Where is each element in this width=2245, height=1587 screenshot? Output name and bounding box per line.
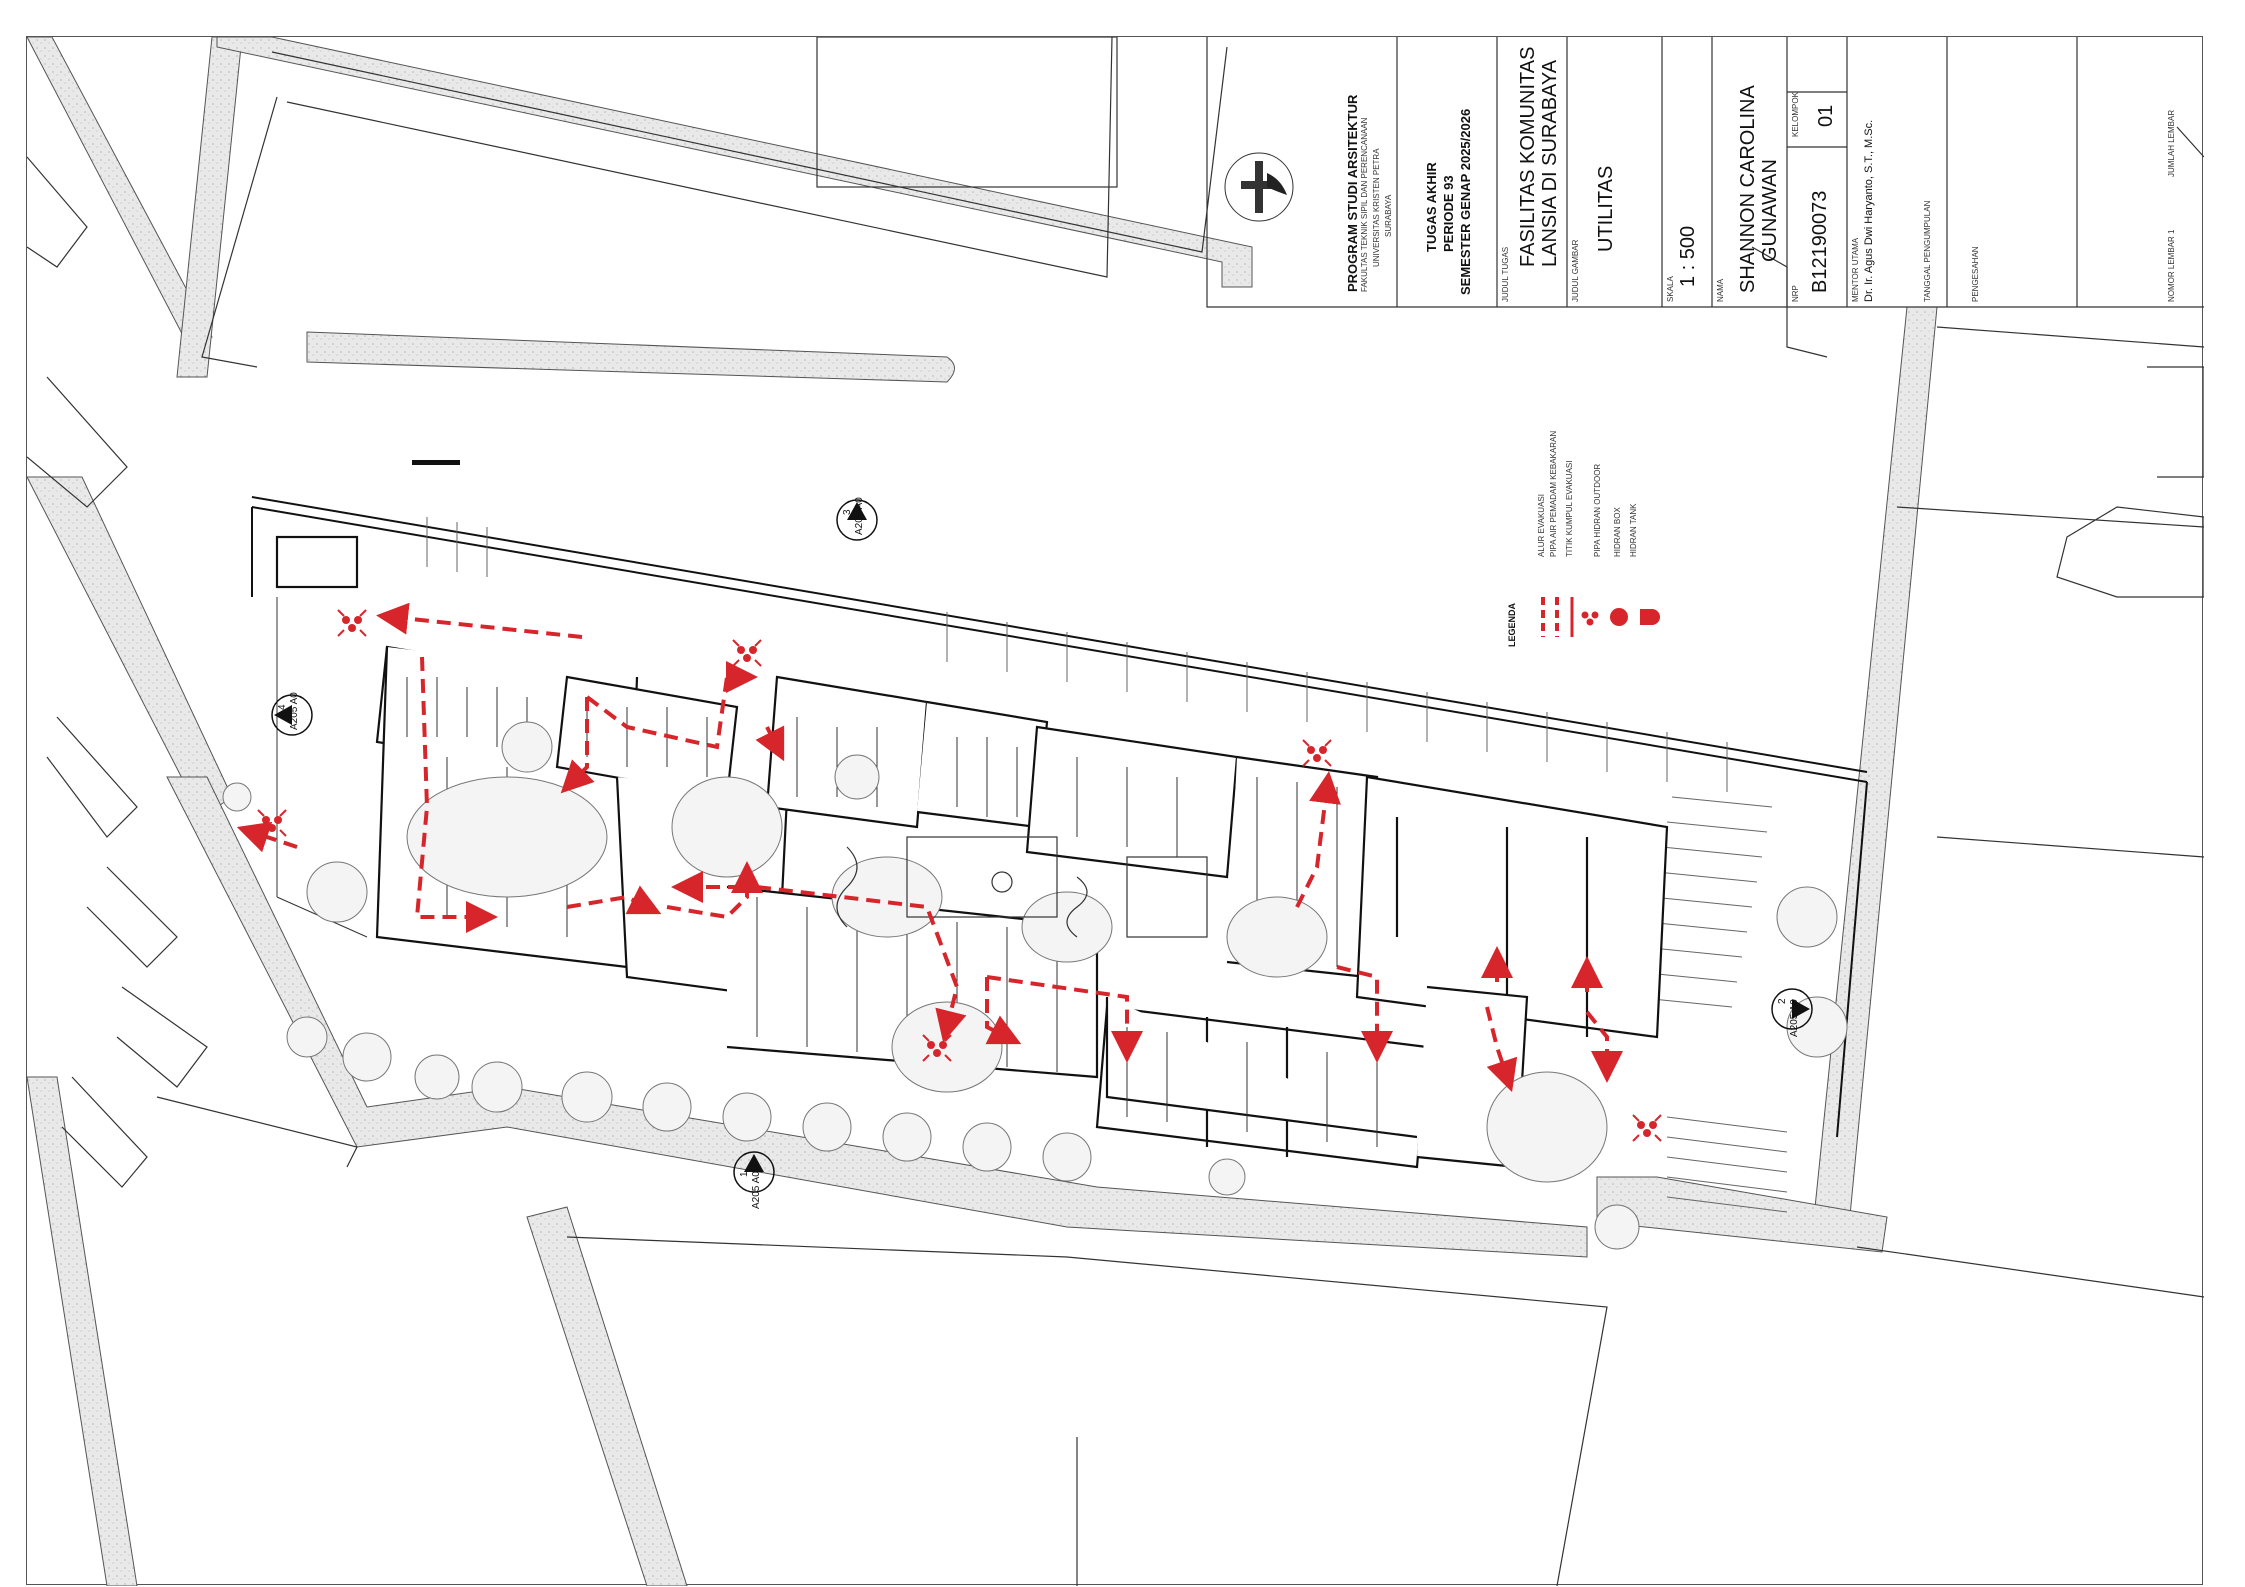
faculty-name: FAKULTAS TEKNIK SIPIL DAN PERENCANAAN bbox=[1360, 117, 1369, 292]
legend-symbols bbox=[1541, 597, 1660, 637]
university-seal-icon bbox=[1224, 152, 1294, 222]
mentor-value: Dr. Ir. Agus Dwi Haryanto, S.T., M.Sc. bbox=[1863, 119, 1875, 302]
section-mark-2-num: 2 bbox=[1777, 998, 1788, 1004]
course-line-2: PERIODE 93 bbox=[1441, 175, 1456, 252]
student-name-1: SHANNON CAROLINA bbox=[1737, 85, 1759, 293]
section-mark-4-num: 4 bbox=[277, 704, 288, 710]
legend-title: LEGENDA bbox=[1507, 602, 1517, 647]
section-mark-1-num: 1 bbox=[739, 1171, 750, 1177]
student-name-2: GUNAWAN bbox=[1759, 159, 1781, 262]
date-label: TANGGAL PENGUMPULAN bbox=[1923, 200, 1932, 302]
course-line-3: SEMESTER GENAP 2025/2026 bbox=[1458, 108, 1473, 295]
sheet-number-label: NOMOR LEMBAR 1 bbox=[2167, 229, 2176, 302]
group-label: KELOMPOK bbox=[1791, 92, 1800, 137]
course-line-1: TUGAS AKHIR bbox=[1424, 162, 1439, 252]
legend-item-hydrant-box: HIDRAN BOX bbox=[1613, 507, 1622, 557]
section-mark-1-arrow bbox=[744, 1154, 764, 1172]
hydrant-box-symbol bbox=[1610, 608, 1628, 626]
section-mark-4-ref: A205 A0 bbox=[289, 692, 300, 730]
legend-item-fire-pipe: PIPA AIR PEMADAM KEBAKARAN bbox=[1549, 430, 1558, 557]
nrp-value: B12190073 bbox=[1809, 190, 1831, 293]
roads bbox=[27, 37, 1938, 1586]
legend-item-assembly: TITIK KUMPUL EVAKUASI bbox=[1565, 460, 1574, 557]
section-mark-2-arrow bbox=[1792, 999, 1810, 1019]
landscape bbox=[222, 721, 1848, 1250]
project-title-2: LANSIA DI SURABAYA bbox=[1539, 59, 1561, 267]
sheet-count-label: JUMLAH LEMBAR bbox=[2167, 109, 2176, 177]
parking bbox=[426, 517, 1788, 1213]
drawing-title: UTILITAS bbox=[1595, 165, 1617, 252]
parcels bbox=[27, 37, 2204, 1586]
section-mark-2-ref: A205 A0 bbox=[1789, 999, 1800, 1037]
name-label: NAMA bbox=[1716, 278, 1725, 302]
assembly-point-1 bbox=[337, 609, 367, 637]
drawing-label: JUDUL GAMBAR bbox=[1571, 239, 1580, 302]
drawing-sheet: PROGRAM STUDI ARSITEKTUR FAKULTAS TEKNIK… bbox=[26, 36, 2204, 1586]
evacuation-routes bbox=[236, 602, 1623, 1093]
section-mark-3-num: 3 bbox=[842, 509, 853, 515]
project-title-1: FASILITAS KOMUNITAS bbox=[1517, 46, 1539, 267]
approval-label: PENGESAHAN bbox=[1971, 246, 1980, 302]
section-markers bbox=[271, 499, 1813, 1193]
assembly-point-3 bbox=[257, 809, 287, 837]
scale-value: 1 : 500 bbox=[1677, 225, 1699, 287]
group-value: 01 bbox=[1815, 104, 1837, 127]
legend-item-hydrant-tank: HIDRAN TANK bbox=[1629, 503, 1638, 558]
section-mark-1-ref: A205 A0 bbox=[751, 1171, 762, 1209]
legend-item-evacuation: ALUR EVAKUASI bbox=[1537, 494, 1546, 557]
legend-item-hydrant-pipe: PIPA HIDRAN OUTDOOR bbox=[1593, 463, 1602, 557]
section-mark-4-arrow bbox=[274, 705, 292, 725]
site-boundary bbox=[251, 496, 1868, 1138]
scale-label: SKALA bbox=[1666, 276, 1675, 302]
project-label: JUDUL TUGAS bbox=[1501, 246, 1510, 302]
section-mark-3-ref: A205 A0 bbox=[854, 497, 865, 535]
university-name: UNIVERSITAS KRISTEN PETRA bbox=[1372, 148, 1381, 267]
title-block-frame bbox=[1206, 37, 2204, 308]
buildings bbox=[275, 535, 1669, 1169]
mentor-label: MENTOR UTAMA bbox=[1851, 237, 1860, 302]
assembly-points bbox=[257, 609, 1662, 1142]
assembly-point-6 bbox=[1632, 1114, 1662, 1142]
assembly-point-5 bbox=[922, 1034, 952, 1062]
assembly-point-2 bbox=[732, 639, 762, 667]
scale-bar bbox=[412, 460, 460, 465]
plaza bbox=[836, 836, 1208, 938]
nrp-label: NRP bbox=[1791, 285, 1800, 302]
city-name: SURABAYA bbox=[1384, 194, 1393, 237]
section-mark-3-arrow bbox=[847, 502, 867, 520]
assembly-point-4 bbox=[1302, 739, 1332, 767]
site-plan bbox=[27, 37, 2204, 1586]
program-name: PROGRAM STUDI ARSITEKTUR bbox=[1345, 94, 1360, 292]
